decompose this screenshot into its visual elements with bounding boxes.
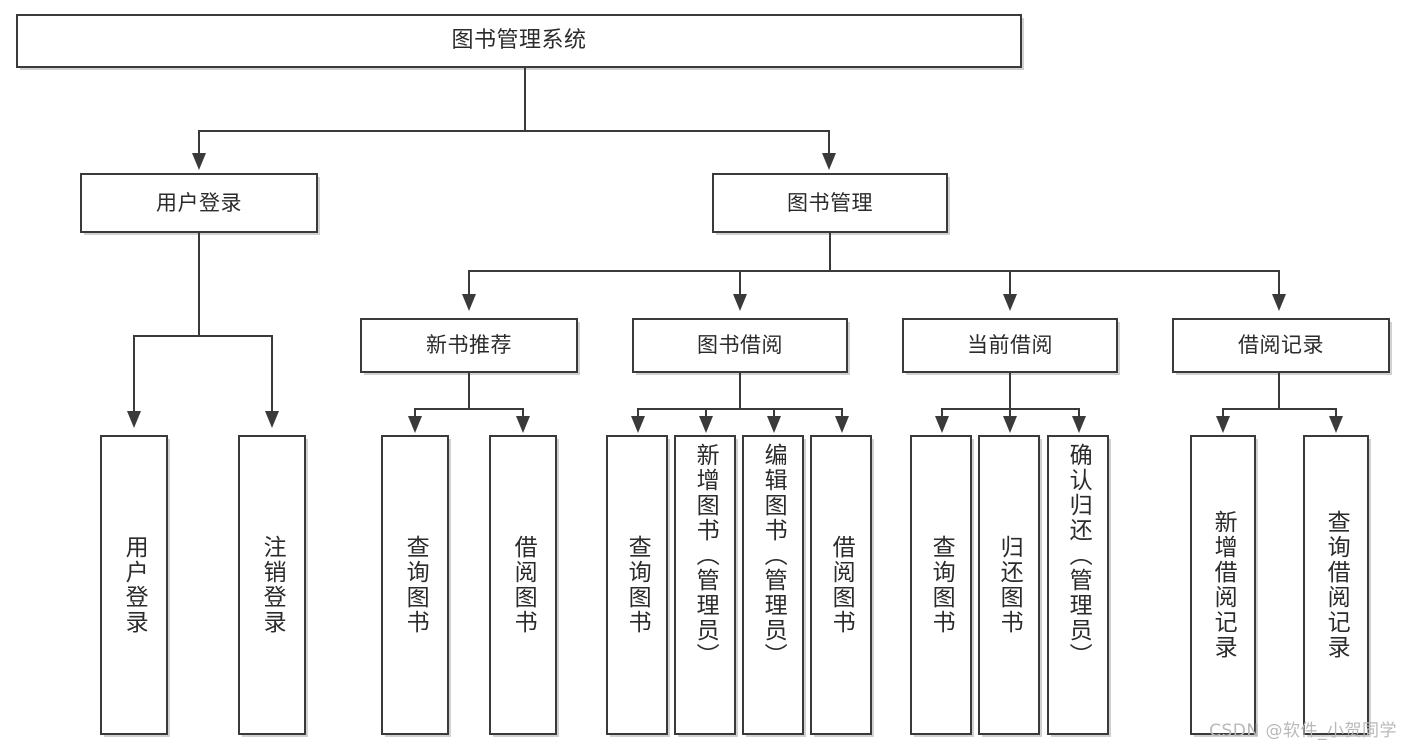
connector-borrow-record-bus (1222, 408, 1337, 410)
node-book-management[interactable]: 图书管理 (712, 173, 948, 233)
arrowhead-new-book-recommend (462, 294, 476, 311)
connector-to-new-book-recommend (468, 270, 470, 296)
connector-level2-bus (468, 270, 1280, 272)
arrowhead-br-child-2 (1329, 416, 1343, 433)
connector-book-management-stem (829, 233, 831, 270)
arrowhead-bb-child-1 (631, 416, 645, 433)
node-label: 用户登录 (156, 190, 242, 215)
arrowhead-bb-child-4 (835, 416, 849, 433)
connector-to-current-borrow (1009, 270, 1011, 296)
node-label: 查询图书 (928, 535, 955, 635)
arrowhead-current-borrow (1003, 294, 1017, 311)
connector-user-login-bus (133, 335, 273, 337)
node-book-borrow[interactable]: 图书借阅 (632, 318, 848, 373)
connector-current-borrow-stem (1009, 373, 1011, 408)
arrowhead-bb-child-2 (699, 416, 713, 433)
node-current-borrow[interactable]: 当前借阅 (902, 318, 1118, 373)
node-leaf-add-book[interactable]: 新增图书（管理员） (674, 435, 736, 735)
arrowhead-leaf-logout-login (265, 411, 279, 428)
arrowhead-cb-child-3 (1072, 416, 1086, 433)
connector-to-borrow-record (1278, 270, 1280, 296)
node-leaf-borrow-book-1[interactable]: 借阅图书 (489, 435, 557, 735)
connector-cb-child-3 (1078, 408, 1080, 418)
arrowhead-user-login (192, 153, 206, 170)
arrowhead-nbr-child-1 (408, 416, 422, 433)
connector-root-to-user-login (198, 130, 200, 156)
node-leaf-add-record[interactable]: 新增借阅记录 (1190, 435, 1256, 735)
node-leaf-query-book-1[interactable]: 查询图书 (381, 435, 449, 735)
connector-cb-child-2 (1009, 408, 1011, 418)
connector-book-borrow-bus (637, 408, 843, 410)
arrowhead-cb-child-1 (935, 416, 949, 433)
arrowhead-borrow-record (1272, 294, 1286, 311)
connector-nbr-child-1 (414, 408, 416, 418)
node-label: 编辑图书（管理员） (760, 443, 787, 668)
arrowhead-book-management (822, 153, 836, 170)
node-leaf-edit-book[interactable]: 编辑图书（管理员） (742, 435, 804, 735)
node-label: 借阅记录 (1238, 333, 1324, 358)
node-leaf-return-book[interactable]: 归还图书 (978, 435, 1040, 735)
node-label: 查询借阅记录 (1323, 510, 1350, 660)
node-label: 归还图书 (996, 535, 1023, 635)
node-label: 新增图书（管理员） (692, 443, 719, 668)
connector-bb-child-1 (637, 408, 639, 418)
connector-br-child-2 (1335, 408, 1337, 418)
node-label: 新书推荐 (426, 333, 512, 358)
arrowhead-cb-child-2 (1003, 416, 1017, 433)
node-label: 图书管理系统 (451, 28, 587, 54)
connector-new-book-recommend-bus (414, 408, 524, 410)
node-leaf-logout-login[interactable]: 注销登录 (238, 435, 306, 735)
node-label: 当前借阅 (967, 333, 1053, 358)
connector-bb-child-3 (773, 408, 775, 418)
connector-to-book-borrow (739, 270, 741, 296)
connector-root-to-book-management (828, 130, 830, 156)
node-label: 查询图书 (624, 535, 651, 635)
node-label: 确认归还（管理员） (1065, 443, 1092, 668)
node-label: 用户登录 (121, 535, 148, 635)
connector-to-leaf-user-login (133, 335, 135, 413)
node-root-system[interactable]: 图书管理系统 (16, 14, 1022, 68)
node-label: 注销登录 (259, 535, 286, 635)
connector-borrow-record-stem (1278, 373, 1280, 408)
connector-nbr-child-2 (522, 408, 524, 418)
connector-br-child-1 (1222, 408, 1224, 418)
node-borrow-record[interactable]: 借阅记录 (1172, 318, 1390, 373)
node-user-login[interactable]: 用户登录 (80, 173, 318, 233)
node-leaf-query-book-3[interactable]: 查询图书 (910, 435, 972, 735)
arrowhead-bb-child-3 (767, 416, 781, 433)
node-label: 新增借阅记录 (1210, 510, 1237, 660)
connector-bb-child-2 (705, 408, 707, 418)
csdn-watermark: CSDN @软件_小贺同学 (1209, 721, 1397, 741)
node-label: 借阅图书 (510, 535, 537, 635)
connector-new-book-recommend-stem (468, 373, 470, 408)
node-leaf-user-login[interactable]: 用户登录 (100, 435, 168, 735)
connector-to-leaf-logout-login (271, 335, 273, 413)
node-label: 图书管理 (787, 190, 873, 215)
node-new-book-recommend[interactable]: 新书推荐 (360, 318, 578, 373)
arrowhead-nbr-child-2 (516, 416, 530, 433)
node-leaf-confirm-return[interactable]: 确认归还（管理员） (1047, 435, 1109, 735)
node-label: 图书借阅 (697, 333, 783, 358)
connector-book-borrow-stem (739, 373, 741, 408)
node-leaf-borrow-book-2[interactable]: 借阅图书 (810, 435, 872, 735)
arrowhead-book-borrow (733, 294, 747, 311)
connector-root-stem (524, 68, 526, 130)
arrowhead-br-child-1 (1216, 416, 1230, 433)
connector-bb-child-4 (841, 408, 843, 418)
node-label: 查询图书 (402, 535, 429, 635)
node-leaf-query-record[interactable]: 查询借阅记录 (1303, 435, 1369, 735)
connector-user-login-stem (198, 233, 200, 335)
connector-cb-child-1 (941, 408, 943, 418)
arrowhead-leaf-user-login (127, 411, 141, 428)
node-leaf-query-book-2[interactable]: 查询图书 (606, 435, 668, 735)
connector-root-bus (198, 130, 830, 132)
node-label: 借阅图书 (828, 535, 855, 635)
